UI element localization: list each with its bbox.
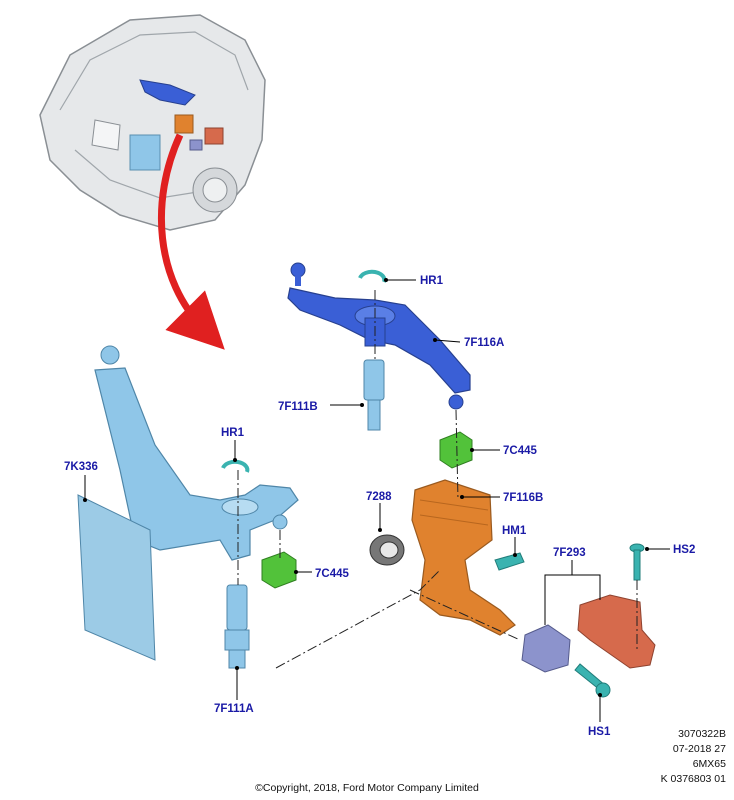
oil-seal-7288: [369, 534, 405, 566]
catalog-reference: K 0376803 01: [660, 773, 726, 785]
callout-7f111b: 7F111B: [278, 401, 318, 413]
retaining-clip-lower: [221, 459, 250, 473]
transmission-code: 6MX65: [692, 758, 726, 770]
screw-hs2: [629, 543, 645, 581]
green-bush-lower: [261, 551, 297, 589]
screw-hs1: [574, 663, 611, 698]
pivot-pin-7f111a: [224, 584, 250, 669]
callout-hs1: HS1: [588, 726, 611, 738]
pivot-pin-7f111b: [363, 359, 385, 431]
callout-hr1-lower: HR1: [221, 427, 245, 439]
callout-hm1: HM1: [502, 525, 527, 537]
callout-7f293: 7F293: [553, 547, 586, 559]
callout-7c445-lower: 7C445: [315, 568, 349, 580]
callout-7f116a: 7F116A: [464, 337, 504, 349]
drawing-date: 07-2018 27: [672, 743, 726, 755]
assembly-center-lines: [237, 290, 638, 669]
callout-hr1-upper: HR1: [420, 275, 444, 287]
leader-lines: [83, 278, 670, 722]
selector-housing-7f116b: [411, 479, 516, 636]
callout-7f116b: 7F116B: [503, 492, 543, 504]
drawing-number: 3070322B: [678, 728, 726, 740]
copyright-notice: ©Copyright, 2018, Ford Motor Company Lim…: [255, 782, 479, 794]
drawing-reference-block: 3070322B 07-2018 27 6MX65 K 0376803 01: [661, 727, 726, 787]
transmission-overview-illustration: [39, 14, 266, 231]
callout-7k336: 7K336: [64, 461, 98, 473]
detail-arrow: [157, 133, 225, 350]
callout-7f111a: 7F111A: [214, 703, 254, 715]
retaining-clip-upper: [358, 269, 387, 283]
gearshift-lever-7k336: [77, 345, 299, 661]
green-bush-upper: [439, 431, 473, 469]
roll-pin-hm1: [494, 552, 525, 571]
callout-7c445-upper: 7C445: [503, 445, 537, 457]
control-module: [577, 594, 656, 669]
selector-lever-7f116a: [287, 262, 471, 410]
callout-7288: 7288: [366, 491, 392, 503]
callout-hs2: HS2: [673, 544, 695, 556]
sensor-7f293: [521, 624, 571, 673]
